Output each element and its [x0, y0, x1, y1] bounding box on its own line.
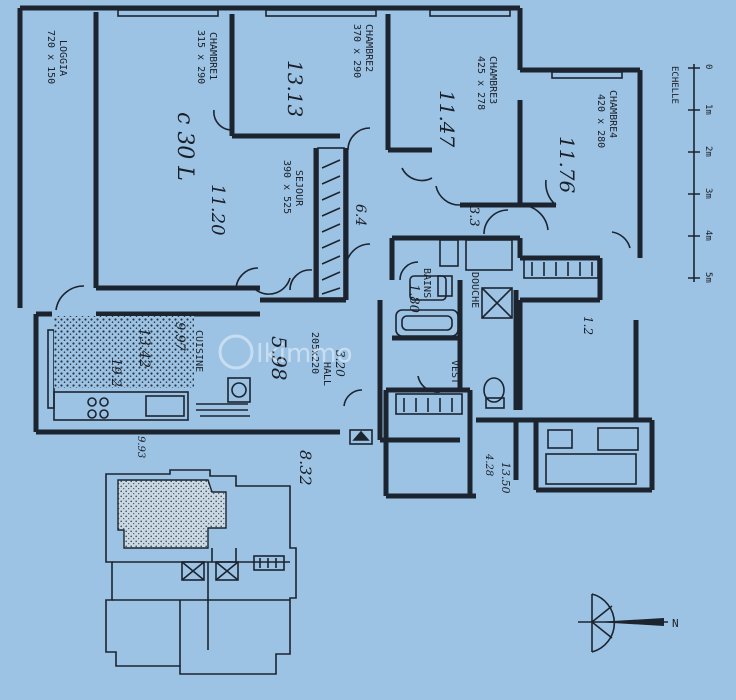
note-hall-area: 5.98 — [267, 336, 291, 381]
scale-bar: ECHELLE 0 1m 2m 3m 4m 5m — [669, 64, 713, 283]
room-chambre4-dims: 420 x 280 — [595, 94, 606, 148]
handwritten-notes: c 30 L 13.13 11.47 11.76 11.20 6.4 9.97 … — [108, 60, 595, 494]
room-chambre2-name: CHAMBRE2 — [363, 24, 374, 72]
note-c3-area: 11.47 — [435, 90, 459, 148]
note-douche-area: 3.3 — [466, 206, 481, 227]
room-chambre3-name: CHAMBRE3 — [487, 56, 498, 104]
room-loggia-name: LOGGIA — [57, 40, 68, 76]
room-bains-name: BAINS — [421, 268, 432, 298]
note-c1-area: c 30 L — [172, 112, 197, 181]
closets — [317, 147, 599, 415]
room-sejour-dims: 390 x 525 — [281, 160, 292, 214]
note-corridor-area: 6.4 — [352, 204, 368, 226]
kitchen-floor — [54, 316, 194, 388]
compass-north-label: N — [672, 617, 679, 630]
room-cuisine-name: CUISINE — [193, 330, 204, 372]
windows — [47, 9, 623, 409]
note-hall-number: 3.20 — [333, 350, 347, 377]
room-chambre2-dims: 370 x 290 — [351, 24, 362, 78]
note-sejour-area: 11.20 — [207, 184, 228, 236]
note-vest-area: 13.50 — [499, 462, 512, 494]
room-hall-dims: 205x220 — [309, 332, 320, 374]
note-misc1: 9.93 — [135, 436, 146, 458]
note-cuisine-area2: 13.42 — [136, 328, 152, 368]
room-chambre3-dims: 425 x 278 — [475, 56, 486, 110]
note-cuisine-area1: 9.97 — [172, 322, 187, 352]
note-c2-area: 13.13 — [283, 60, 307, 117]
scale-tick-1: 1m — [703, 104, 713, 115]
doors — [55, 109, 631, 407]
note-placard-area: 1.2 — [581, 316, 595, 335]
watermark: Ikimmo — [218, 334, 353, 370]
room-douche-name: DOUCHE — [469, 272, 480, 308]
room-chambre1-name: CHAMBRE1 — [207, 32, 218, 80]
note-cuisine-area3: 19.2 — [108, 358, 123, 387]
fixtures — [395, 239, 639, 485]
scale-title: ECHELLE — [669, 66, 679, 104]
room-hall-name: HALL — [321, 362, 332, 386]
room-labels: LOGGIA 720 x 150 CHAMBRE1 315 x 290 CHAM… — [45, 24, 618, 386]
room-chambre4-name: CHAMBRE4 — [607, 90, 618, 138]
note-total: 8.32 — [296, 450, 315, 486]
watermark-text: Ikimmo — [256, 339, 353, 369]
compass: N — [578, 593, 679, 653]
room-sejour-name: SEJOUR — [293, 170, 304, 207]
room-chambre1-dims: 315 x 290 — [195, 30, 206, 84]
exterior-walls — [17, 5, 655, 499]
note-bains-area: 1.80 — [406, 284, 421, 313]
note-misc2: 4.28 — [483, 453, 494, 476]
note-c4-area: 11.76 — [555, 136, 579, 194]
overview-plan — [105, 469, 297, 675]
room-vest-name: VEST — [449, 360, 460, 384]
scale-tick-4: 4m — [703, 230, 713, 241]
scale-tick-3: 3m — [703, 188, 713, 199]
scale-tick-2: 2m — [703, 146, 713, 157]
scale-tick-0: 0 — [703, 64, 713, 69]
scale-tick-5: 5m — [703, 272, 713, 283]
kitchen-counter — [53, 377, 251, 421]
room-loggia-dims: 720 x 150 — [45, 30, 56, 84]
entrance-marker — [349, 429, 373, 445]
